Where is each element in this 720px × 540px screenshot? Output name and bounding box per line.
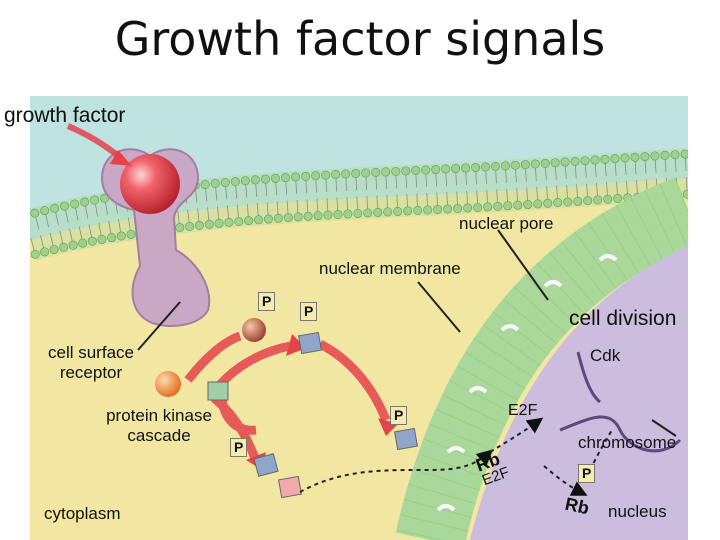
label-cell-surface: cell surface	[48, 343, 134, 362]
phospho-ball	[242, 318, 266, 342]
label-cell-division: cell division	[569, 307, 677, 330]
label-e2f: E2F	[508, 402, 538, 419]
nucleus-region	[470, 246, 688, 540]
label-nuclear-membrane: nuclear membrane	[319, 259, 461, 278]
nuclear-envelope	[395, 177, 688, 540]
label-nuclear-pore: nuclear pore	[459, 214, 554, 233]
label-protein-kinase-cascade: protein kinase cascade	[74, 406, 244, 446]
pointer-lines	[137, 229, 677, 437]
label-chromosome: chromosome	[578, 433, 677, 452]
slide-title: Growth factor signals	[114, 12, 606, 66]
chromosome-strand	[559, 415, 682, 453]
label-receptor: receptor	[59, 363, 123, 382]
phosphate-tag-4: P	[230, 438, 248, 457]
kinase-cubes	[207, 331, 418, 499]
membrane-outer-leaflet	[30, 149, 688, 230]
incoming-arrow-head	[110, 150, 132, 166]
nuclear-pores	[436, 254, 618, 512]
phosphate-tag-2: P	[300, 302, 318, 321]
label-protein-kinase: protein kinase	[106, 406, 212, 425]
label-cell-surface-receptor: cell surface receptor	[26, 343, 156, 383]
growth-factor-ball	[120, 154, 180, 214]
label-cytoplasm: cytoplasm	[44, 504, 121, 523]
membrane-inner-leaflet	[30, 177, 688, 259]
label-growth-factor: growth factor	[4, 104, 126, 127]
label-cdk: Cdk	[590, 346, 621, 365]
label-cascade: cascade	[127, 426, 191, 445]
label-nucleus: nucleus	[608, 502, 667, 521]
phosphate-tag-1: P	[258, 292, 276, 311]
phosphate-tag-5: P	[578, 464, 596, 483]
kinase-ball	[155, 371, 181, 397]
phosphate-tag-3: P	[390, 406, 408, 425]
